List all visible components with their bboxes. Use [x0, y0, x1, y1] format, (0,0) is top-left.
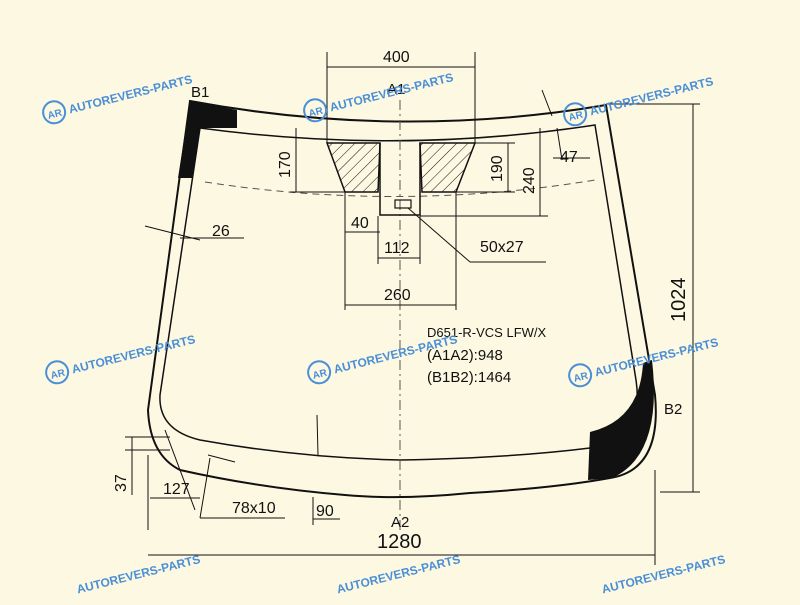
watermark-3: AR AUTOREVERS-PARTS [563, 74, 715, 127]
dim-260-label: 260 [384, 287, 411, 304]
info-code: D651-R-VCS LFW/X [427, 325, 547, 340]
dim-240-label: 240 [521, 167, 538, 194]
frit-bottom-right [588, 360, 654, 480]
svg-text:AUTOREVERS-PARTS: AUTOREVERS-PARTS [600, 552, 727, 596]
dim-190-240 [420, 128, 548, 217]
watermark-7: AUTOREVERS-PARTS [75, 552, 202, 596]
frit-top-left [178, 101, 237, 178]
svg-text:AUTOREVERS-PARTS: AUTOREVERS-PARTS [328, 70, 455, 114]
dim-112-label: 112 [384, 240, 410, 257]
dim-center [344, 192, 546, 310]
mirror-button [394, 199, 412, 209]
dim-bottom-left [125, 414, 340, 530]
mirror-mount [379, 143, 421, 216]
dim-170 [290, 128, 345, 193]
watermark-logo-icon [42, 100, 67, 125]
watermark-logo-icon [568, 363, 593, 388]
dim-1280-label: 1280 [377, 531, 422, 553]
svg-text:AR: AR [312, 367, 329, 381]
shade-band-line [204, 179, 596, 197]
watermark-logo-icon [307, 360, 332, 385]
dim-78x10-label: 78x10 [232, 500, 276, 517]
svg-text:AUTOREVERS-PARTS: AUTOREVERS-PARTS [70, 332, 197, 376]
label-b1: B1 [191, 84, 209, 101]
dim-190-label: 190 [489, 155, 506, 182]
label-b2: B2 [664, 401, 682, 418]
svg-text:AUTOREVERS-PARTS: AUTOREVERS-PARTS [588, 74, 715, 118]
svg-text:AR: AR [568, 109, 585, 123]
svg-text:AUTOREVERS-PARTS: AUTOREVERS-PARTS [335, 552, 462, 596]
dim-50x27-label: 50x27 [480, 239, 524, 256]
dim-1024 [606, 103, 700, 493]
info-a1a2: (A1A2):948 [427, 347, 503, 364]
sensor-area-left [325, 142, 381, 193]
dim-47-label: 47 [560, 149, 578, 166]
label-a2: A2 [391, 514, 409, 531]
watermark-9: AUTOREVERS-PARTS [600, 552, 727, 596]
dim-37-label: 37 [113, 474, 130, 492]
svg-text:AR: AR [308, 105, 325, 119]
label-a1: A1 [387, 81, 405, 98]
info-b1b2: (B1B2):1464 [427, 369, 511, 386]
svg-text:AUTOREVERS-PARTS: AUTOREVERS-PARTS [67, 72, 194, 116]
watermark-logo-icon [563, 102, 588, 127]
watermark-8: AUTOREVERS-PARTS [335, 552, 462, 596]
watermark-4: AR AUTOREVERS-PARTS [45, 332, 197, 385]
dim-170-label: 170 [277, 151, 294, 178]
dim-47 [541, 89, 590, 161]
watermark-logo-icon [303, 98, 328, 123]
dim-26-label: 26 [212, 223, 230, 240]
svg-text:AUTOREVERS-PARTS: AUTOREVERS-PARTS [593, 335, 720, 379]
svg-text:AR: AR [47, 107, 64, 121]
glass-outline-inner [159, 124, 638, 461]
dim-127-label: 127 [163, 481, 190, 498]
svg-text:AR: AR [50, 367, 67, 381]
dim-1280 [148, 470, 656, 565]
watermark-1: AR AUTOREVERS-PARTS [42, 72, 194, 125]
dim-26 [144, 225, 244, 241]
dim-400 [326, 52, 476, 143]
dim-40-label: 40 [351, 215, 369, 232]
sensor-area-right [419, 142, 477, 193]
svg-text:AR: AR [573, 370, 590, 384]
svg-text:AUTOREVERS-PARTS: AUTOREVERS-PARTS [75, 552, 202, 596]
dim-400-label: 400 [383, 49, 410, 66]
watermark-logo-icon [45, 360, 70, 385]
dim-1024-label: 1024 [668, 278, 690, 323]
dim-90-label: 90 [316, 503, 334, 520]
watermark-2: AR AUTOREVERS-PARTS [303, 70, 455, 123]
